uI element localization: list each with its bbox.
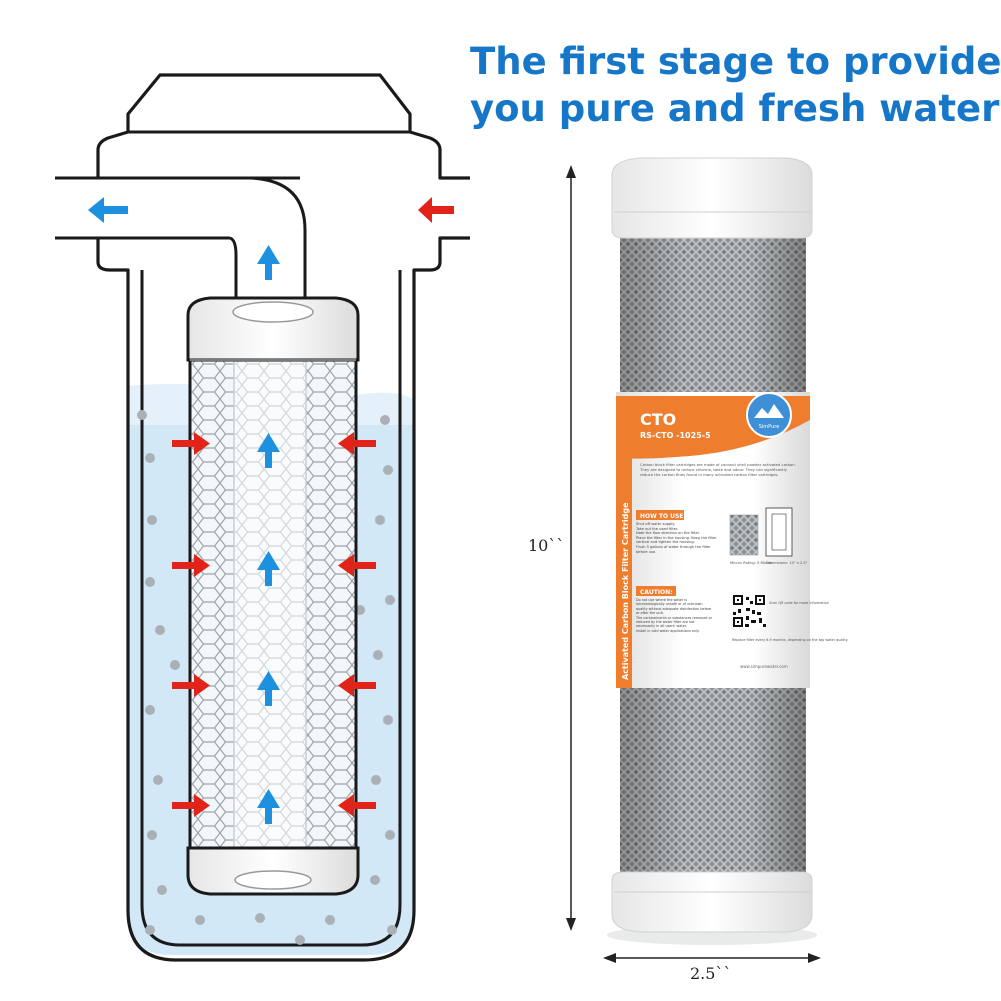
blue-up-arrow-icon [257, 789, 280, 824]
red-inlet-arrow-icon [418, 197, 454, 223]
red-right-arrow-icon [172, 432, 210, 455]
red-right-arrow-icon [172, 674, 210, 697]
qr-code [732, 594, 766, 628]
dimension-text: Dimensions: 10" x 2.5" [766, 561, 808, 565]
cutaway-cartridge [186, 296, 360, 896]
replace-text: Replace filter every 6-9 months, dependi… [732, 638, 848, 642]
how-to-use-list: Shut off water supply. Take out the used… [636, 522, 720, 554]
red-left-arrow-icon [338, 674, 376, 697]
caution-title: CAUTION: [640, 589, 673, 596]
website-text: www.simpurewater.com [740, 664, 788, 669]
red-right-arrow-icon [172, 794, 210, 817]
blue-up-arrow-icon [257, 671, 280, 706]
how-to-use-step: Flush 5 gallons of water through the fil… [636, 544, 711, 554]
width-dimension-label: 2.5`` [690, 964, 732, 983]
caution-item: The contaminants or substances removed o… [636, 615, 712, 629]
label-description: Carbon block filter cartridges are made … [640, 462, 796, 477]
red-left-arrow-icon [338, 794, 376, 817]
how-to-use-step: Note the flow direction on the filter. [636, 531, 700, 536]
width-dimension-line [603, 953, 821, 963]
brand-logo: SimPure [746, 392, 792, 438]
how-to-use-step: Place the filter in the housing. Keep th… [636, 535, 717, 545]
label-side-text: Activated Carbon Block Filter Cartridge [621, 502, 630, 680]
blue-up-arrow-icon [257, 245, 280, 280]
height-dimension-label: 10`` [528, 536, 565, 555]
how-to-use-title: HOW TO USE: [640, 513, 686, 520]
label-model: RS-CTO -1025-5 [640, 431, 711, 440]
blue-up-arrow-icon [257, 433, 280, 468]
micron-thumbnail [729, 514, 759, 556]
scan-text: Scan QR code for more information [769, 601, 829, 605]
outflow-arrows [88, 197, 280, 824]
label-product-name: CTO [640, 410, 676, 429]
blue-left-arrow-icon [88, 197, 128, 223]
brand-name: SimPure [759, 424, 780, 430]
micron-rating: Micron Rating: 5 Micron [730, 561, 772, 565]
headline-line-2: you pure and fresh water [470, 87, 1000, 130]
headline-line-1: The first stage to provide [470, 40, 1001, 83]
red-right-arrow-icon [172, 554, 210, 577]
caution-item: Do not use where the water is microbiolo… [636, 598, 712, 616]
product-label: Activated Carbon Block Filter Cartridge … [616, 392, 848, 688]
headline: The first stage to provide you pure and … [470, 38, 1001, 132]
blue-up-arrow-icon [257, 551, 280, 586]
red-left-arrow-icon [338, 554, 376, 577]
caution-list: Do not use where the water is microbiolo… [636, 598, 714, 633]
red-left-arrow-icon [338, 432, 376, 455]
caution-item: Install in cold water applications only. [636, 628, 700, 633]
water-particles [137, 410, 397, 945]
how-to-use-step: Take out the used filter. [636, 526, 679, 531]
how-to-use-step: Shut off water supply. [636, 522, 676, 526]
inflow-arrows [172, 197, 454, 817]
housing-outline [96, 73, 470, 962]
height-dimension-line [566, 165, 576, 931]
